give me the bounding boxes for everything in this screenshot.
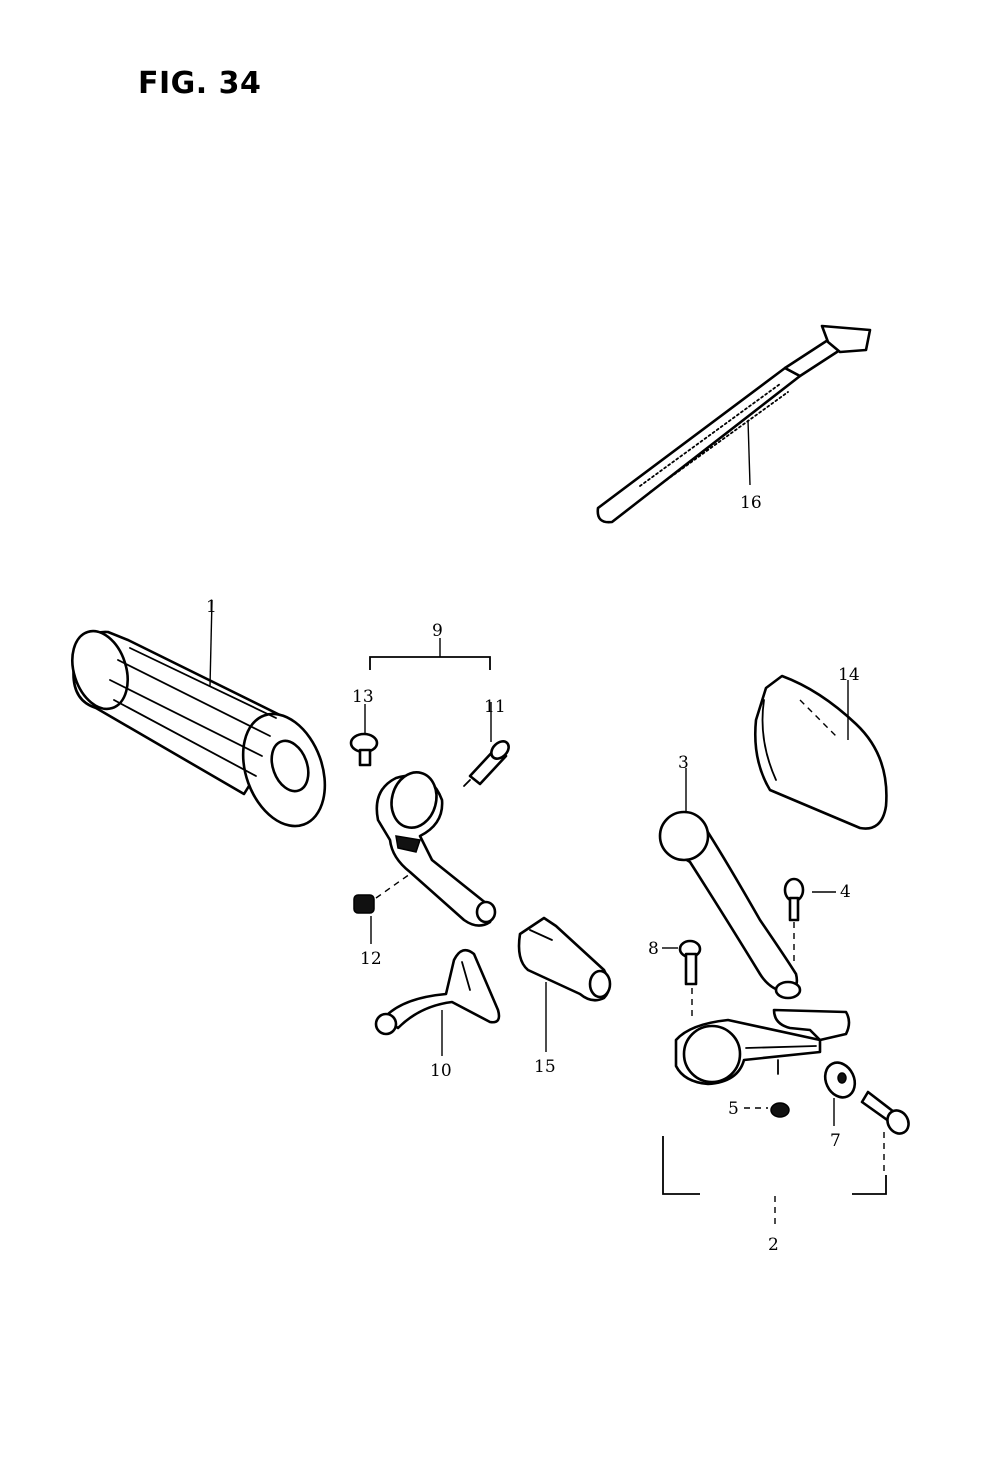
group-bracket-2-right — [852, 1175, 887, 1195]
lever-3-part — [658, 810, 799, 994]
label-11: 11 — [484, 697, 506, 717]
label-4: 4 — [840, 882, 851, 902]
screw-11-part — [463, 740, 510, 787]
bolt-13-part — [349, 732, 379, 767]
label-13: 13 — [352, 687, 374, 707]
washer-7-part — [823, 1061, 857, 1099]
nut-12-part — [353, 873, 411, 914]
pivot-screw-part — [860, 1090, 910, 1175]
group-bracket-9 — [369, 656, 491, 670]
label-15: 15 — [534, 1057, 556, 1077]
label-1: 1 — [206, 597, 217, 617]
figure-title: FIG. 34 — [138, 66, 262, 101]
holder-15-part — [517, 916, 612, 1002]
lever-bracket-body-part — [674, 980, 851, 1086]
lever-holder-clamp-part — [375, 771, 497, 927]
label-2: 2 — [768, 1235, 779, 1255]
label-9: 9 — [432, 621, 443, 641]
cable-tie-part — [596, 324, 872, 524]
holder-10-part — [374, 948, 501, 1036]
bolt-4-part — [783, 877, 805, 965]
label-7: 7 — [830, 1131, 841, 1151]
label-16: 16 — [740, 493, 762, 513]
label-10: 10 — [430, 1061, 452, 1081]
label-14: 14 — [838, 665, 860, 685]
bolt-8-part — [678, 939, 702, 1020]
label-5: 5 — [728, 1099, 739, 1119]
group-bracket-2-left — [662, 1136, 700, 1195]
grip-part — [71, 599, 327, 828]
label-3: 3 — [678, 753, 689, 773]
label-12: 12 — [360, 949, 382, 969]
cover-14-part — [754, 674, 888, 830]
label-8: 8 — [648, 939, 659, 959]
nut-5-part — [744, 1102, 790, 1118]
